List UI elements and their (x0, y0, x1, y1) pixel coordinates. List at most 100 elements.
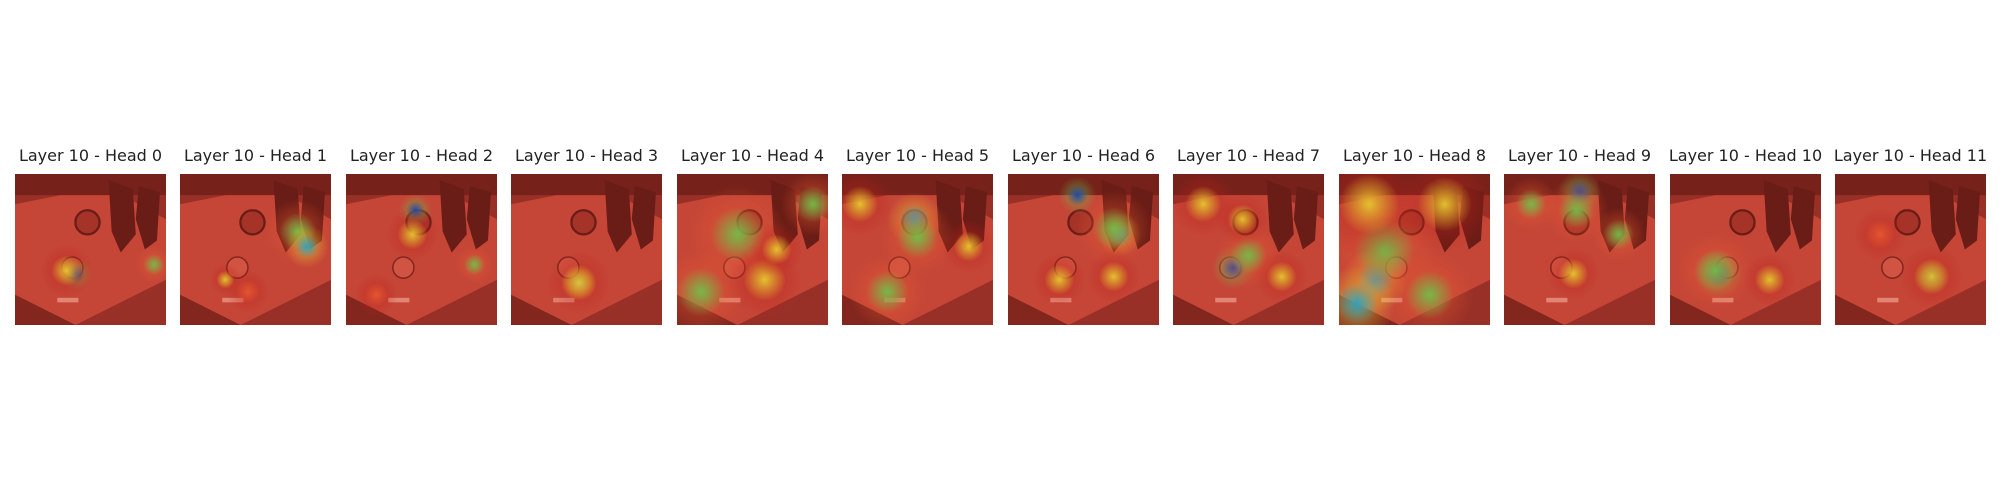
panel-title: Layer 10 - Head 10 (1668, 146, 1823, 165)
attention-hotspot (761, 234, 792, 265)
attention-hotspot (51, 255, 82, 286)
attention-hotspot (1558, 192, 1595, 229)
heatmap-overlay (1835, 174, 1986, 325)
robot-arm (631, 186, 656, 250)
attention-hotspot (1266, 261, 1297, 292)
cabinet-front (1504, 294, 1565, 325)
attention-hotspot (463, 254, 485, 276)
cabinet-front (511, 294, 572, 325)
attention-hotspot (794, 186, 828, 223)
attention-hotspot (1913, 258, 1950, 295)
panel-title: Layer 10 - Head 0 (18, 146, 163, 165)
attention-overlay-image (511, 174, 662, 325)
attention-overlay-image (346, 174, 497, 325)
cabinet-handle (388, 297, 410, 303)
heatmap-overlay (1670, 174, 1821, 325)
cabinet-front (1835, 294, 1896, 325)
attention-hotspot (1185, 186, 1222, 223)
attention-hotspot (397, 219, 428, 250)
robot-arm (439, 180, 467, 253)
robot-arm (135, 186, 160, 250)
cup (1729, 209, 1756, 236)
panel-title: Layer 10 - Head 9 (1507, 146, 1652, 165)
attention-hotspot (1092, 207, 1135, 250)
robot-arm (1266, 180, 1294, 253)
attention-wash (15, 174, 166, 325)
attention-hotspot (1098, 261, 1129, 292)
attention-hotspot (1754, 264, 1785, 295)
panel-title: Layer 10 - Head 8 (1342, 146, 1487, 165)
attention-overlay-image (1835, 174, 1986, 325)
attention-hotspot (1066, 184, 1089, 206)
attention-overlay-image (1504, 174, 1655, 325)
attention-hotspot (235, 279, 261, 304)
robot-arm (466, 186, 491, 250)
cabinet-handle (57, 297, 79, 303)
cup (239, 209, 266, 236)
cabinet-front (1670, 294, 1731, 325)
attention-hotspot (143, 254, 165, 276)
attention-hotspot (1558, 258, 1589, 289)
attention-overlay-image (1173, 174, 1324, 325)
cabinet-front (346, 294, 407, 325)
panel-title: Layer 10 - Head 1 (183, 146, 328, 165)
cup (74, 209, 101, 236)
attention-overlay-image (15, 174, 166, 325)
attention-hotspot (364, 282, 389, 307)
attention-hotspot (866, 270, 909, 313)
attention-overlay-image (1339, 174, 1490, 325)
cabinet-front (180, 294, 241, 325)
attention-hotspot (953, 231, 984, 262)
heatmap-overlay (15, 174, 166, 325)
cabinet-handle (1877, 297, 1899, 303)
attention-overlay-image (180, 174, 331, 325)
attention-hotspot (677, 267, 726, 316)
attention-hotspot (1603, 219, 1634, 250)
attention-hotspot (560, 264, 598, 301)
cabinet-handle (1546, 297, 1568, 303)
attention-hotspot (1417, 177, 1472, 232)
heatmap-overlay (1173, 174, 1324, 325)
robot-arm (1293, 186, 1318, 250)
attention-overlay-image (842, 174, 993, 325)
cabinet-handle (1215, 297, 1237, 303)
attention-wash (1835, 174, 1986, 325)
panel-title: Layer 10 - Head 2 (349, 146, 494, 165)
robot-arm (108, 180, 136, 253)
robot-arm (1763, 180, 1791, 253)
attention-hotspot (842, 186, 879, 223)
heatmap-overlay (677, 174, 828, 325)
robot-arm (1790, 186, 1815, 250)
attention-hotspot (896, 216, 939, 259)
attention-overlay-image (1670, 174, 1821, 325)
panel-title: Layer 10 - Head 11 (1833, 146, 1988, 165)
heatmap-overlay (180, 174, 331, 325)
attention-hotspot (1694, 249, 1737, 292)
heatmap-overlay (1504, 174, 1655, 325)
attention-hotspot (1405, 270, 1454, 319)
attention-hotspot (294, 234, 319, 259)
attention-hotspot (1044, 264, 1075, 295)
attention-hotspot (1516, 189, 1547, 220)
panel-title: Layer 10 - Head 3 (514, 146, 659, 165)
cabinet-front (15, 294, 76, 325)
cabinet-front (1173, 294, 1234, 325)
attention-hotspot (216, 270, 235, 289)
cup (570, 209, 597, 236)
panel-title: Layer 10 - Head 7 (1176, 146, 1321, 165)
heatmap-overlay (1008, 174, 1159, 325)
panel-title: Layer 10 - Head 5 (845, 146, 990, 165)
heatmap-overlay (511, 174, 662, 325)
robot-arm (604, 180, 632, 253)
attention-hotspot (1339, 174, 1400, 235)
cabinet-front (1008, 294, 1069, 325)
robot-arm (1928, 180, 1956, 253)
heatmap-overlay (346, 174, 497, 325)
panel-title: Layer 10 - Head 6 (1011, 146, 1156, 165)
cabinet-front (842, 294, 903, 325)
attention-overlay-image (1008, 174, 1159, 325)
robot-arm (1955, 186, 1980, 250)
heatmap-overlay (1339, 174, 1490, 325)
panel-title: Layer 10 - Head 4 (680, 146, 825, 165)
